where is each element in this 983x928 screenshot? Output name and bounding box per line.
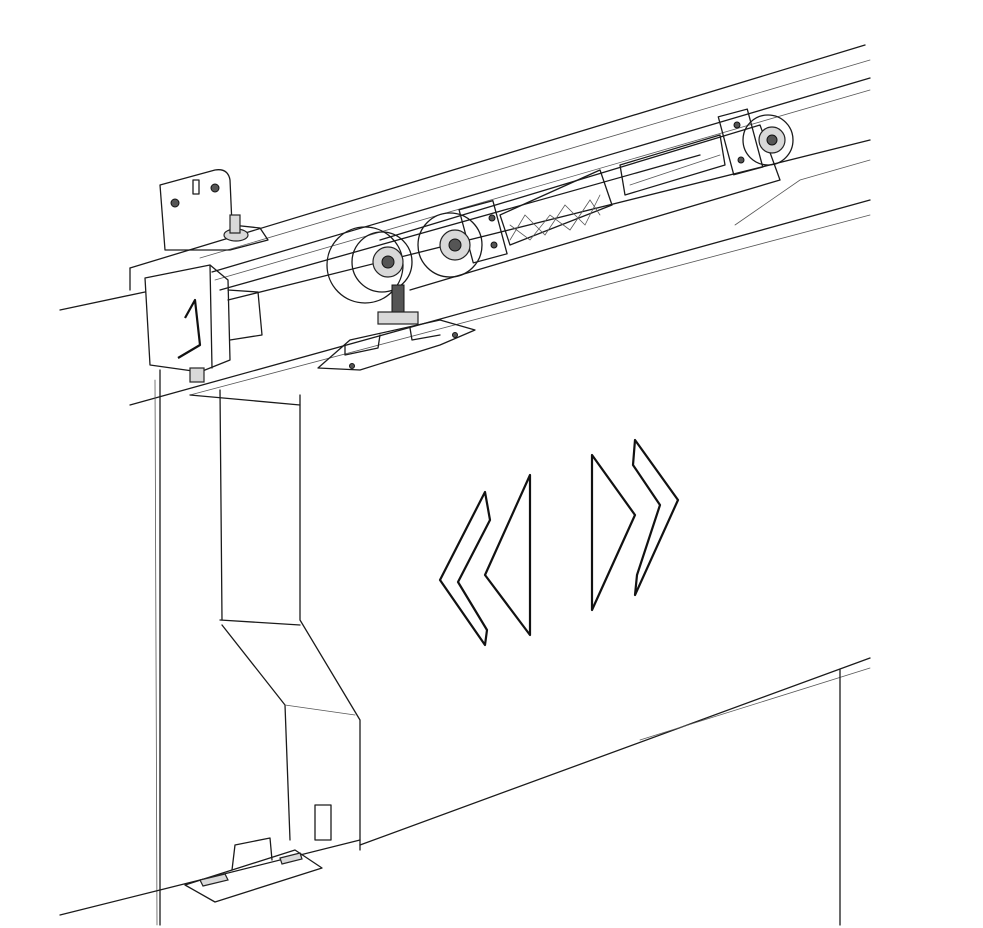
direction-arrows	[438, 438, 680, 647]
arrow-right-inner-icon	[590, 453, 637, 612]
top-rail	[59, 44, 871, 406]
arrow-left-inner-icon	[483, 473, 532, 637]
floor-guide	[184, 837, 323, 903]
arrow-left-outer-icon	[438, 490, 492, 647]
end-stop	[144, 264, 263, 383]
wall-bracket	[159, 169, 269, 251]
roller-carriage	[326, 108, 794, 325]
door-panel	[59, 369, 871, 926]
hanger-plate	[317, 319, 476, 371]
arrow-right-outer-icon	[631, 438, 680, 597]
